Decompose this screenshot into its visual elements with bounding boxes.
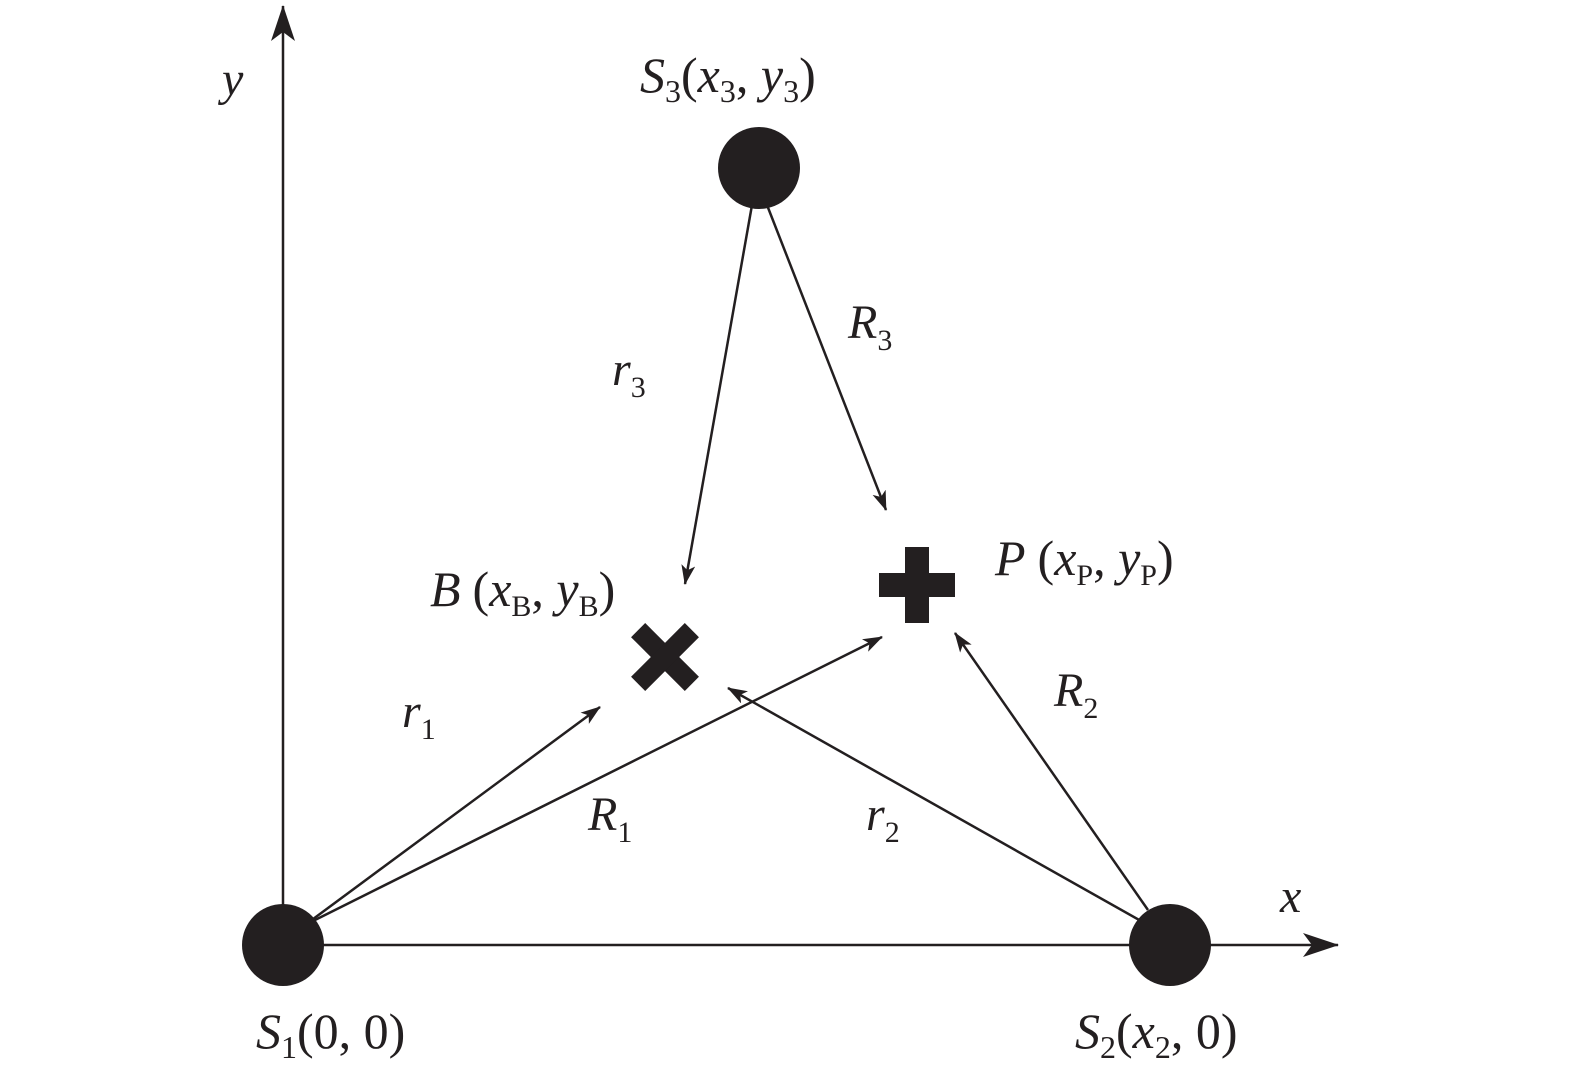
x-axis-label: x: [1279, 870, 1301, 923]
vector-r3: [681, 204, 754, 585]
vector-R3: [765, 204, 888, 511]
station-s1-label: S1(0, 0): [256, 1003, 405, 1065]
vector-R3-label: R3: [847, 296, 892, 357]
station-s1-marker: [242, 904, 324, 986]
vector-R1: [304, 635, 883, 927]
point-b-marker: [631, 623, 699, 691]
vector-r1: [304, 705, 601, 927]
station-s2-label: S2(x2, 0): [1075, 1003, 1238, 1065]
vector-r3-label: r3: [612, 343, 646, 404]
point-p-marker: [879, 547, 955, 623]
point-p-label: P(xP, yP): [994, 530, 1174, 592]
y-axis-label: y: [217, 53, 244, 106]
vector-R2-label: R2: [1053, 664, 1098, 725]
vector-R2: [953, 632, 1150, 911]
point-b-label: B(xB, yB): [430, 561, 615, 623]
vector-r1-label: r1: [402, 685, 436, 746]
vector-r2-label: r2: [866, 788, 900, 849]
station-s3-marker: [718, 127, 800, 209]
vector-R1-label: R1: [587, 788, 632, 849]
station-s2-marker: [1129, 904, 1211, 986]
station-s3-label: S3(x3, y3): [640, 47, 816, 109]
vector-r2: [727, 686, 1149, 927]
